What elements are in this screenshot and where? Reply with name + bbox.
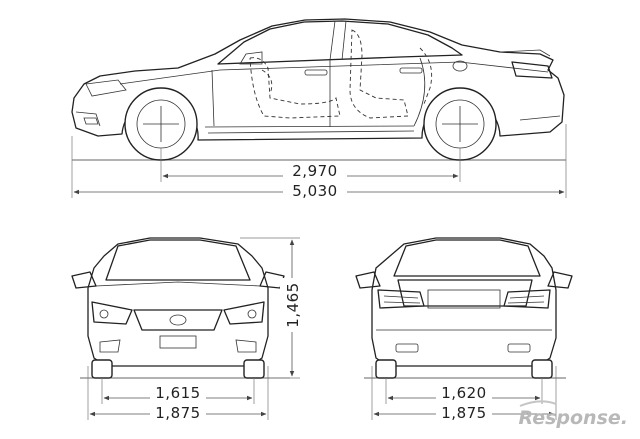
wheelbase-label-bg [283, 164, 347, 180]
front-lamp-left [99, 309, 109, 319]
rear-track-label-bg [436, 386, 492, 402]
rear-tire-right [531, 359, 553, 379]
rear-view: 1,620 1,875 [355, 237, 573, 422]
front-lamp-right [247, 309, 257, 319]
rear-taillight-right [503, 289, 551, 309]
length-label-bg [283, 184, 347, 200]
headlight-side [85, 79, 127, 97]
front-track-label: 1,615 [155, 384, 200, 402]
shoulder-line [119, 61, 549, 85]
side-view: 2,970 5,030 [71, 18, 567, 200]
rear-mirror-left [355, 271, 381, 289]
front-body-outline [87, 237, 269, 367]
fog-light-side [83, 117, 99, 125]
front-headlight-right [223, 301, 265, 325]
watermark-text: Response. [519, 407, 628, 429]
rear-window [393, 239, 541, 277]
front-door-handle [304, 69, 328, 76]
watermark-swoosh [519, 400, 557, 407]
exhaust-left [395, 343, 419, 353]
rear-tire-left [375, 359, 397, 379]
driver-seat-outline [249, 57, 341, 119]
front-lower-intake [99, 339, 257, 353]
front-width-label-bg [150, 405, 206, 421]
front-tire-right [243, 359, 265, 379]
front-headlight-left [91, 301, 133, 325]
front-view: 1,465 1,615 1,875 [71, 237, 304, 422]
rear-width-label: 1,875 [441, 404, 486, 422]
front-emblem [169, 314, 187, 326]
rear-seat-outline [349, 29, 409, 119]
sill-line [204, 125, 415, 128]
front-tire-left [91, 359, 113, 379]
response-watermark: Response. [519, 400, 628, 429]
rear-license-plate [427, 289, 501, 309]
overall-length-label: 5,030 [292, 182, 337, 200]
trunk-spoiler [499, 49, 551, 57]
side-rear-wheel [423, 87, 497, 161]
side-mirror [239, 51, 263, 65]
b-pillar [329, 20, 336, 61]
rear-width-label-bg [436, 405, 492, 421]
rear-bumper-side [519, 115, 561, 121]
front-license-plate [159, 335, 197, 349]
fuel-door [452, 60, 468, 72]
rear-passenger-outline [419, 47, 433, 105]
trunk-lid [397, 279, 533, 307]
rear-track-label: 1,620 [441, 384, 486, 402]
wheelbase-label: 2,970 [292, 162, 337, 180]
steering-outline [261, 69, 273, 95]
overall-height-label: 1,465 [284, 282, 302, 327]
taillight-side [511, 61, 553, 79]
rear-taillight-left [377, 289, 425, 309]
front-grille [133, 309, 223, 331]
front-door-front [211, 69, 215, 127]
front-width-label: 1,875 [155, 404, 200, 422]
front-windshield [105, 239, 251, 281]
rear-body-outline [371, 237, 557, 367]
front-bumper-side [75, 111, 101, 127]
taillight-stripes [383, 295, 545, 304]
side-window-line [217, 20, 463, 65]
rear-door-rear [413, 57, 426, 127]
exhaust-right [507, 343, 531, 353]
b-pillar-inner [341, 20, 347, 61]
sill-line-lower [207, 130, 415, 134]
rear-mirror-right [547, 271, 573, 289]
front-mirror-left [71, 271, 97, 289]
rear-door-handle [399, 67, 423, 74]
height-label-bg [280, 278, 304, 332]
front-hood-line [95, 281, 261, 287]
front-track-label-bg [150, 386, 206, 402]
